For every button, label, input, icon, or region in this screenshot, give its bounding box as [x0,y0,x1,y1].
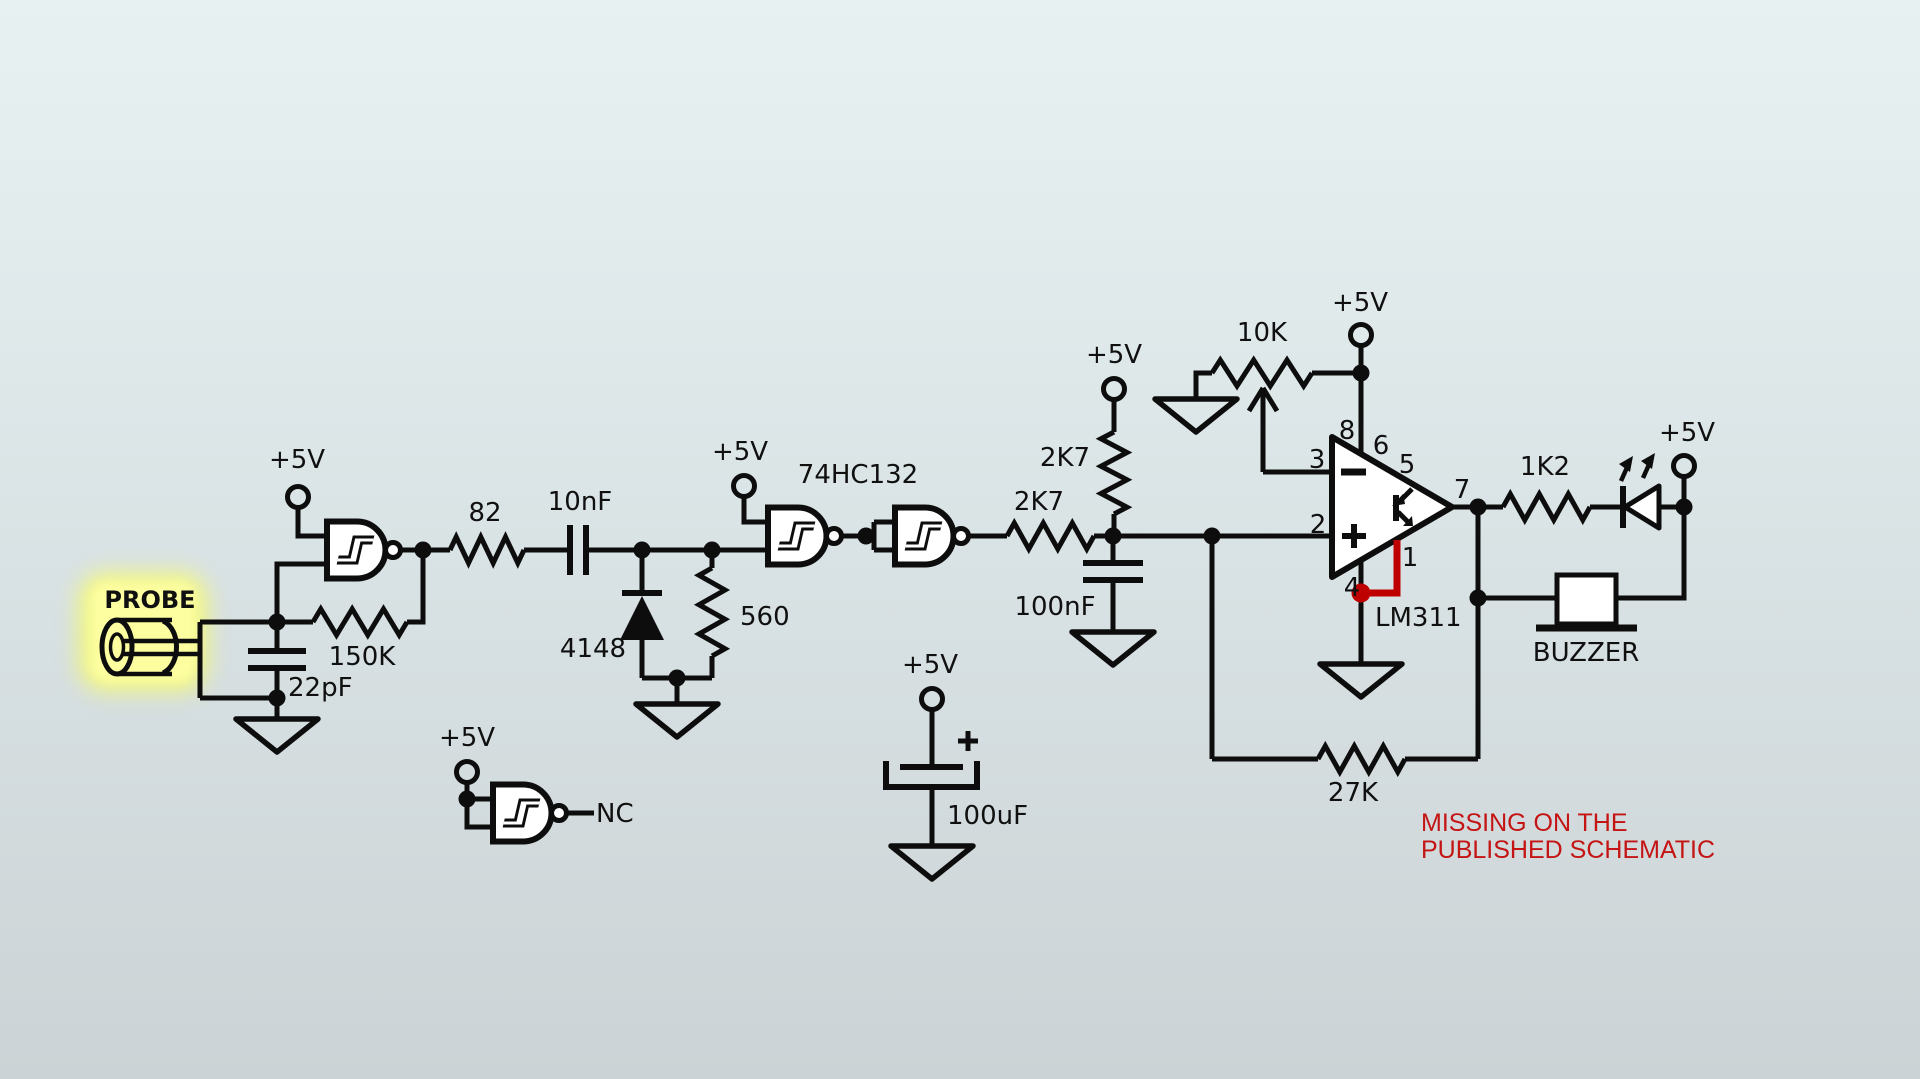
led-emission-arrows-icon [1618,453,1655,482]
plus-input-icon [1342,524,1366,548]
resistor-82-label: 82 [468,498,501,528]
capacitor-100nf-label: 100nF [1014,592,1095,622]
resistor-150k-label: 150K [329,642,397,672]
lm311-comparator [1329,434,1455,580]
annotation-line2: PUBLISHED SCHEMATIC [1421,836,1715,864]
capacitor-10nf [567,525,589,575]
filter-stage-wires [1094,346,1481,762]
power-terminal [1104,379,1125,400]
pin-2-label: 2 [1310,510,1327,540]
capacitor-100uf-label: 100uF [947,801,1028,831]
junction-dots [268,364,1693,808]
resistor-1k2 [1500,488,1593,526]
ground-symbol [636,704,718,737]
buzzer-label: BUZZER [1533,638,1640,668]
pin-5-label: 5 [1399,450,1416,480]
open-collector-icon [1392,487,1414,526]
resistor-2k7-pullup-label: 2K7 [1040,443,1090,473]
resistor-2k7-series [1004,517,1097,555]
nand-gate-2 [768,508,842,565]
diode-4148 [620,590,664,640]
buzzer-symbol [1536,572,1637,632]
resistor-150k [310,604,410,640]
capacitor-10nf-label: 10nF [548,487,613,517]
nc-label: NC [596,799,634,829]
resistor-27k [1315,740,1408,778]
pin-7-label: 7 [1454,475,1471,505]
missing-ground-wire [1351,540,1401,603]
pin-1-label: 1 [1402,543,1419,573]
potentiometer-10k [1209,355,1315,391]
ground-symbol [1320,664,1402,697]
resistor-560-label: 560 [740,602,790,632]
supply-label-led: +5V [1659,418,1715,448]
pin-3-label: 3 [1309,445,1326,475]
power-terminal [1351,325,1372,346]
pin-6-label: 6 [1373,431,1390,461]
nand-gate-1 [327,522,401,579]
resistor-1k2-label: 1K2 [1520,452,1570,482]
polarity-plus-icon [958,731,978,751]
ground-symbol [1155,399,1237,432]
missing-wire-junction [1351,583,1371,603]
nand-gate-4 [493,785,567,842]
capacitor-22pf-label: 22pF [288,673,353,703]
supply-label-gate1: +5V [269,445,325,475]
annotation-line1: MISSING ON THE [1421,809,1628,837]
power-terminal [457,762,478,783]
diode-4148-label: 4148 [560,634,626,664]
potentiometer-10k-label: 10K [1237,318,1288,348]
supply-label-pullup: +5V [1086,340,1142,370]
led [1618,453,1662,531]
resistor-2k7-series-label: 2K7 [1014,487,1064,517]
ic-74hc132-label: 74HC132 [798,460,918,490]
power-terminal [922,689,943,710]
capacitor-100uf [883,710,980,846]
capacitor-100nf [1083,560,1143,583]
resistor-560 [693,565,731,659]
ground-symbol [891,846,973,879]
resistor-82 [447,531,527,569]
power-terminal [734,476,755,497]
lm311-label: LM311 [1375,603,1462,633]
power-terminal [288,487,309,508]
pin-4-label: 4 [1344,573,1361,603]
supply-label-comparator: +5V [1332,288,1388,318]
nand-gate-3 [895,508,969,565]
resistor-27k-label: 27K [1328,778,1379,808]
supply-label-unused-gate: +5V [439,723,495,753]
probe-connector [99,617,198,677]
probe-label: PROBE [104,586,195,614]
resistor-2k7-pullup [1095,429,1133,517]
capacitor-22pf [248,648,306,671]
supply-label-reservoir: +5V [902,650,958,680]
ground-symbol [1072,632,1154,665]
supply-label-gate2: +5V [712,437,768,467]
input-stage-wires [197,497,768,719]
power-terminal [1674,456,1695,477]
ground-symbol [236,719,318,752]
pin-8-label: 8 [1339,416,1356,446]
